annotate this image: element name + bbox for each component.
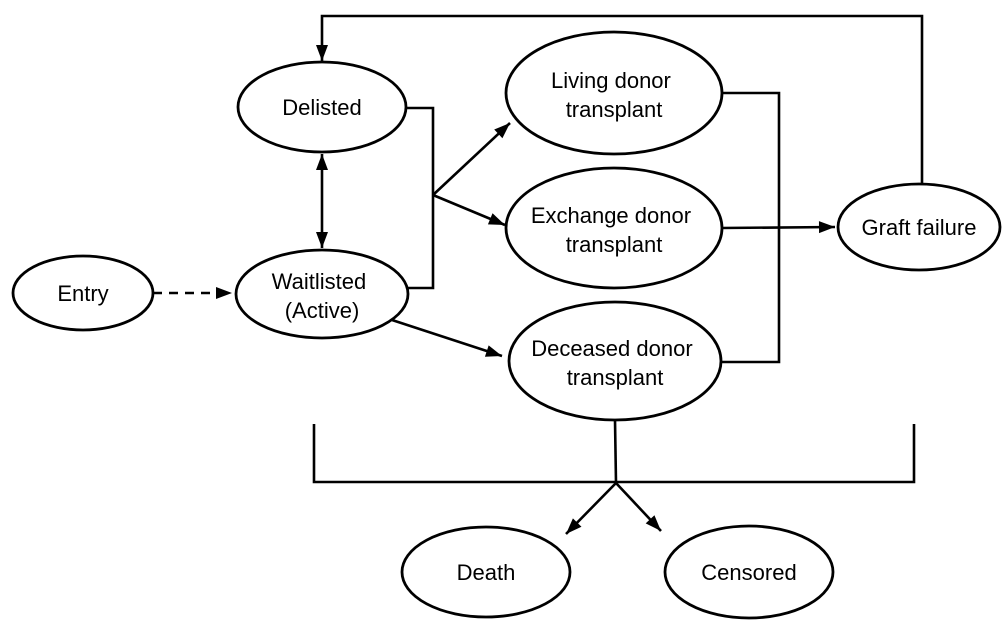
node-censored: Censored: [663, 524, 835, 620]
death-ellipse: [400, 525, 572, 619]
edge-fork-to-death: [565, 482, 617, 535]
deceased-donor-label: Deceased donor transplant: [531, 336, 699, 390]
censored-label: Censored: [701, 560, 796, 585]
node-waitlisted-active: Waitlisted (Active): [234, 248, 410, 340]
node-entry: Entry: [11, 254, 155, 332]
node-living-donor-transplant: Living donor transplant: [504, 30, 724, 156]
node-deceased-donor-transplant: Deceased donor transplant: [507, 300, 723, 422]
node-death: Death: [400, 525, 572, 619]
waitlisted-label: Waitlisted (Active): [272, 269, 373, 323]
entry-label: Entry: [57, 281, 108, 306]
edge-waitlisted-to-deceased-donor: [391, 318, 503, 358]
exchange-donor-ellipse: [504, 166, 724, 290]
deceased-donor-ellipse: [507, 300, 723, 422]
node-graft-failure: Graft failure: [836, 182, 1002, 272]
living-donor-label: Living donor transplant: [551, 68, 677, 122]
edge-bus-to-living-donor: [432, 122, 511, 196]
node-exchange-donor-transplant: Exchange donor transplant: [504, 166, 724, 290]
graft-failure-ellipse: [836, 182, 1002, 272]
waitlisted-ellipse: [234, 248, 410, 340]
living-donor-ellipse: [504, 30, 724, 156]
exchange-donor-label: Exchange donor transplant: [531, 203, 697, 257]
delisted-label: Delisted: [282, 95, 361, 120]
bracket-all-states: [312, 424, 916, 484]
connector-deceased-to-fork: [613, 419, 618, 484]
edge-graft-failure-to-delisted: [316, 14, 924, 184]
edge-bus-to-exchange-donor: [432, 193, 506, 227]
entry-ellipse: [11, 254, 155, 332]
graft-failure-label: Graft failure: [862, 215, 977, 240]
delisted-ellipse: [236, 60, 408, 154]
edge-fork-to-censored: [615, 482, 662, 532]
censored-ellipse: [663, 524, 835, 620]
connector-waitlist-bus: [406, 106, 435, 290]
edge-transplants-to-graft-failure: [720, 221, 836, 234]
node-delisted: Delisted: [236, 60, 408, 154]
death-label: Death: [457, 560, 516, 585]
